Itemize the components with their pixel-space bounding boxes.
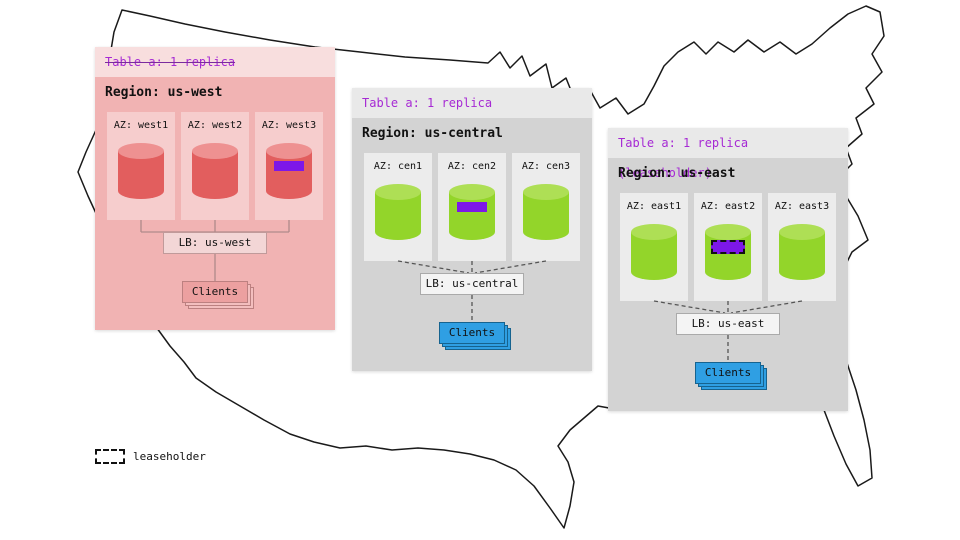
database-cylinder-icon <box>192 143 238 205</box>
az-box-cen3: AZ: cen3 <box>512 153 580 261</box>
load-balancer-box: LB: us-west <box>163 232 267 254</box>
table-replica-label: Table a: 1 replica (leaseholder) <box>618 136 749 180</box>
az-label: AZ: west2 <box>187 120 243 131</box>
az-box-west2: AZ: west2 <box>181 112 249 220</box>
az-label: AZ: east2 <box>700 201 756 212</box>
load-balancer-box: LB: us-east <box>676 313 780 335</box>
database-cylinder-icon <box>705 224 751 286</box>
az-box-east3: AZ: east3 <box>768 193 836 301</box>
database-cylinder-icon <box>449 184 495 246</box>
az-label: AZ: cen3 <box>521 161 571 172</box>
az-row: AZ: cen1 AZ: cen2 AZ: cen3 <box>364 153 580 261</box>
clients-box: Clients <box>695 362 761 384</box>
clients-box: Clients <box>439 322 505 344</box>
region-panel-us-east: Table a: 1 replica (leaseholder) Region:… <box>608 128 848 411</box>
region-title: Region: us-east <box>618 166 736 181</box>
legend-label: leaseholder <box>133 450 206 463</box>
clients-box: Clients <box>182 281 248 303</box>
replica-marker <box>457 202 487 212</box>
replica-marker <box>274 161 304 171</box>
leaseholder-replica-marker <box>711 240 745 254</box>
table-replica-label: Table a: 1 replica <box>362 96 493 110</box>
database-cylinder-icon <box>523 184 569 246</box>
az-label: AZ: west3 <box>261 120 317 131</box>
table-replica-header: Table a: 1 replica <box>352 88 592 118</box>
region-title: Region: us-central <box>362 126 503 141</box>
database-cylinder-icon <box>118 143 164 205</box>
database-cylinder-icon <box>631 224 677 286</box>
az-row: AZ: west1 AZ: west2 AZ: west3 <box>107 112 323 220</box>
connector-lines <box>653 300 803 362</box>
az-label: AZ: east1 <box>626 201 682 212</box>
az-box-cen1: AZ: cen1 <box>364 153 432 261</box>
az-box-west1: AZ: west1 <box>107 112 175 220</box>
az-box-east2: AZ: east2 <box>694 193 762 301</box>
az-row: AZ: east1 AZ: east2 AZ: east3 <box>620 193 836 301</box>
region-panel-us-central: Table a: 1 replica Region: us-central AZ… <box>352 88 592 371</box>
load-balancer-box: LB: us-central <box>420 273 524 295</box>
legend: leaseholder <box>95 449 206 464</box>
az-box-cen2: AZ: cen2 <box>438 153 506 261</box>
database-cylinder-icon <box>266 143 312 205</box>
database-cylinder-icon <box>375 184 421 246</box>
table-replica-label: Table a: 1 replica <box>105 55 236 69</box>
az-label: AZ: cen2 <box>447 161 497 172</box>
database-cylinder-icon <box>779 224 825 286</box>
az-box-east1: AZ: east1 <box>620 193 688 301</box>
connector-lines <box>397 260 547 322</box>
table-replica-header: Table a: 1 replica (leaseholder) <box>608 128 848 180</box>
region-title: Region: us-west <box>105 85 223 100</box>
table-replica-header: Table a: 1 replica <box>95 47 335 77</box>
leaseholder-swatch-icon <box>95 449 125 464</box>
az-box-west3: AZ: west3 <box>255 112 323 220</box>
az-label: AZ: east3 <box>774 201 830 212</box>
az-label: AZ: west1 <box>113 120 169 131</box>
az-label: AZ: cen1 <box>373 161 423 172</box>
region-panel-us-west: Table a: 1 replica Region: us-west AZ: w… <box>95 47 335 330</box>
